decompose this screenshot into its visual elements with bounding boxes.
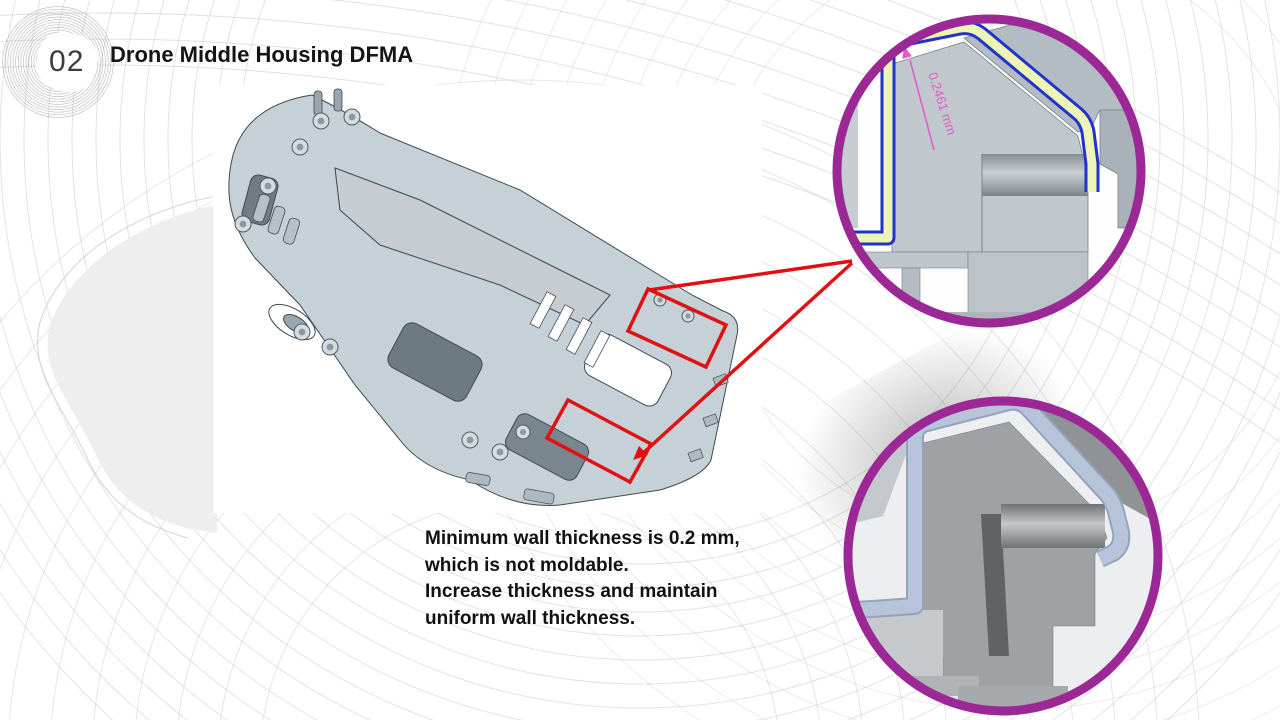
detail-circle-thick-wall xyxy=(843,396,1163,716)
nose-cylinders xyxy=(252,193,301,245)
section2-channel xyxy=(981,514,1009,656)
note-line: Minimum wall thickness is 0.2 mm, xyxy=(425,528,740,549)
drone-housing-render xyxy=(228,88,739,506)
gray-blob-outline xyxy=(37,195,218,539)
note-line: uniform wall thickness. xyxy=(425,607,636,629)
magnifier-ring-top xyxy=(832,14,1146,328)
note-text: Minimum wall thickness is 0.2 mm, which … xyxy=(425,526,740,632)
section2-cylinder xyxy=(1001,504,1105,548)
antenna-pins xyxy=(313,88,343,116)
pocket-left xyxy=(387,322,483,402)
note-line: Increase thickness and maintain xyxy=(425,581,718,602)
ladder-slots xyxy=(529,291,611,368)
slide-number: 02 xyxy=(49,45,85,78)
note-line: which is not moldable. xyxy=(425,554,629,576)
page-title: Drone Middle Housing DFMA xyxy=(110,42,414,67)
magnifier-ring-bottom xyxy=(843,396,1163,716)
gray-blob xyxy=(47,205,217,533)
section-cylinder xyxy=(982,154,1088,196)
detail-circle-thin-wall: 0.2461 mm xyxy=(832,14,1146,328)
